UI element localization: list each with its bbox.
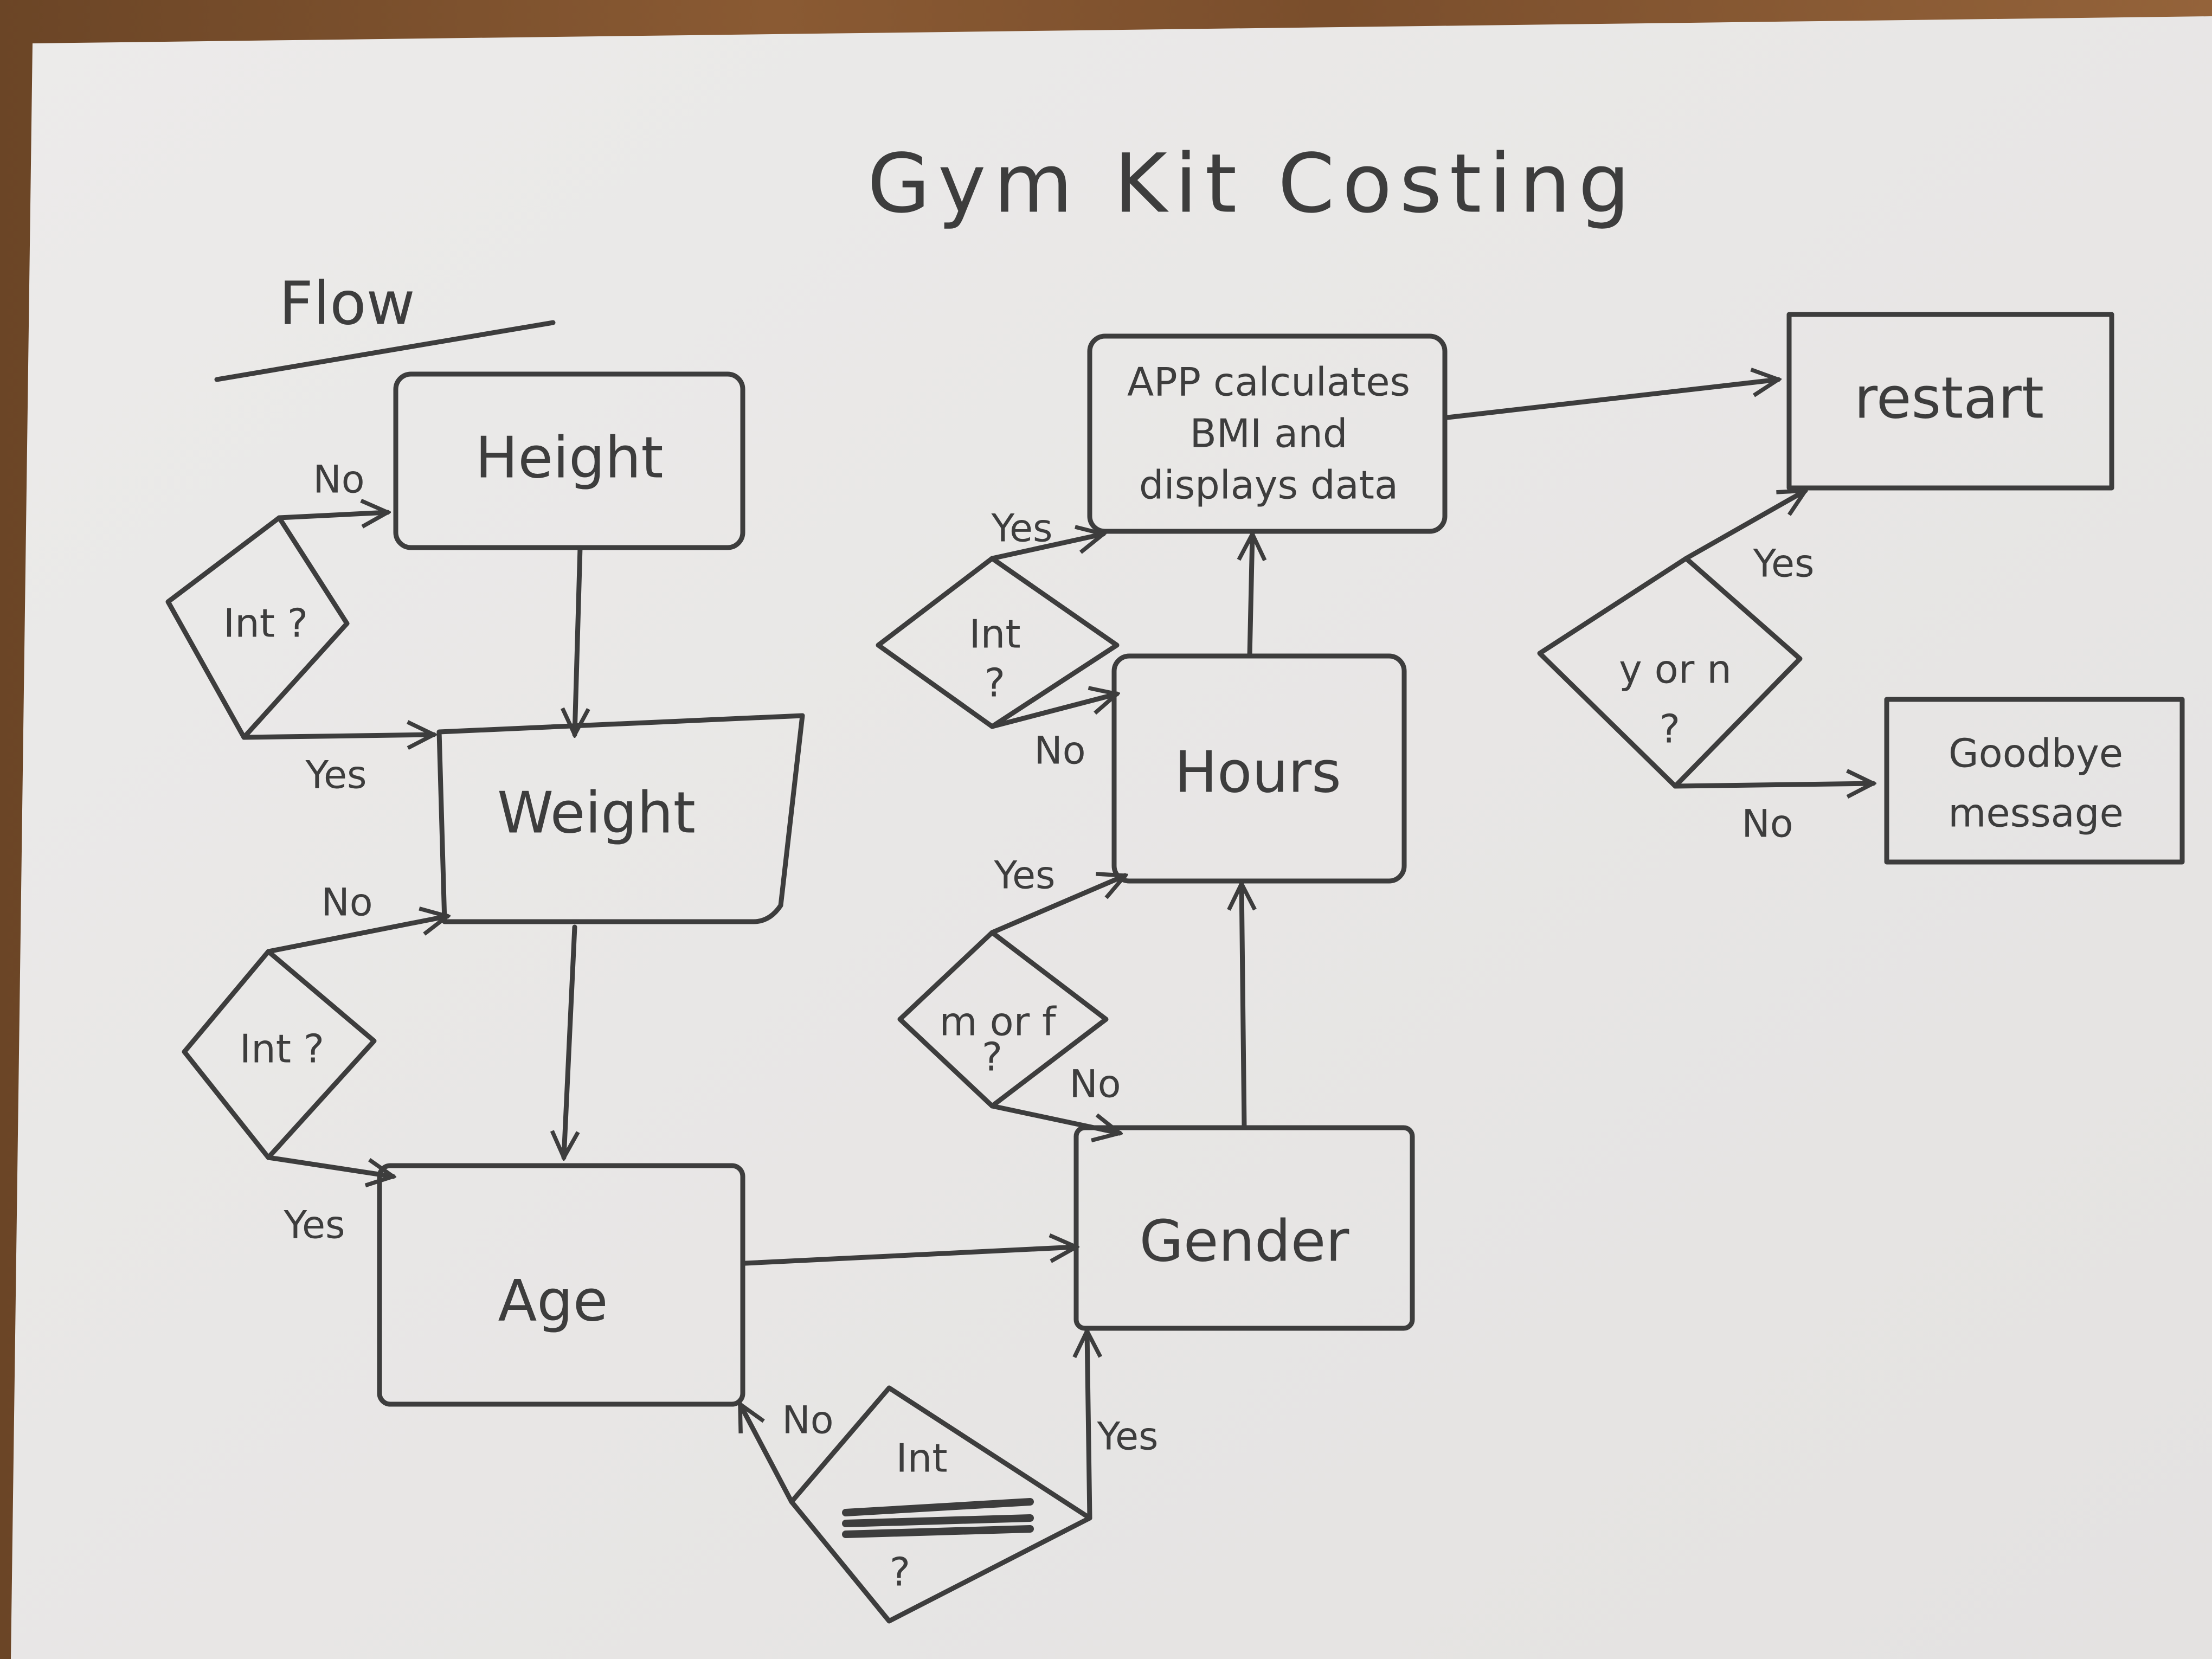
edge-int-hours-no [989,694,1117,729]
edge-label-no-weight: No [321,880,373,925]
height-label: Height [475,425,664,491]
hours-box [1111,653,1407,884]
edge-y-or-n-yes [1683,488,1805,561]
paper-background [11,16,2212,1659]
flow-underline [214,320,556,382]
edge-int-age-yes [1087,1331,1090,1521]
edge-age-gender [743,1247,1076,1266]
app-label-line1: APP calculates [1127,359,1411,405]
int-height-label: Int ? [223,600,308,646]
edge-label-yes-age: Yes [284,1203,345,1248]
goodbye-label-line2: message [1948,790,2124,836]
edge-int-height-no [276,512,388,518]
app-label-line2: BMI and [1189,410,1348,456]
edge-y-or-n-no [1673,783,1873,786]
int-age-label-line2: ? [889,1549,911,1595]
edge-height-weight [575,545,580,735]
edge-label-no-goodbye: No [1741,801,1793,846]
m-or-f-label-line1: m or f [939,999,1056,1045]
y-or-n-label-line2: ? [1659,706,1681,752]
m-or-f-label-line2: ? [981,1034,1003,1080]
edge-int-hours-yes [989,534,1103,561]
int-age-label-line1: Int [896,1435,948,1481]
edge-app-restart [1445,380,1778,420]
scribble-mark [842,1498,1034,1538]
gender-label: Gender [1139,1208,1349,1275]
edge-label-yes-hours: Yes [994,853,1056,898]
goodbye-box [1884,697,2185,865]
edge-int-age-no [737,1404,794,1504]
hours-label: Hours [1174,739,1341,806]
edge-label-yes-weight: Yes [305,753,367,798]
edge-int-weight-no [266,916,447,954]
y-or-n-label-line1: y or n [1619,646,1732,692]
weight-label: Weight [497,780,696,846]
app-label-line3: displays data [1139,462,1399,508]
edge-label-no-age: No [782,1398,834,1443]
edge-label-no-height: No [313,457,365,502]
edge-weight-age [564,924,575,1158]
flow-heading: Flow [279,268,415,338]
edge-m-or-f-no [989,1103,1120,1133]
edge-label-yes-app: Yes [991,506,1053,551]
int-hours-label-line2: ? [984,660,1006,706]
age-box [377,1163,745,1407]
app-box [1087,333,1448,534]
edge-hours-app [1250,534,1252,659]
edge-label-no-hours: No [1034,728,1086,773]
edge-int-weight-yes [266,1155,393,1176]
int-hours-label-line1: Int [969,611,1021,657]
edge-label-yes-gender: Yes [1097,1414,1159,1459]
weight-box [436,713,805,924]
edge-m-or-f-yes [989,876,1125,935]
edge-label-no-m-or-f: No [1069,1062,1121,1107]
age-label: Age [498,1268,608,1334]
edge-gender-hours [1242,884,1244,1130]
edge-int-height-yes [241,735,434,737]
restart-box [1786,312,2114,491]
height-box [393,371,745,550]
page-title: Gym Kit Costing [867,137,1638,232]
int-weight-label: Int ? [239,1026,325,1072]
goodbye-label-line1: Goodbye [1948,730,2124,776]
edge-label-yes-restart: Yes [1753,541,1815,586]
int-age-diamond [789,1385,1092,1624]
restart-label: restart [1854,365,2044,432]
